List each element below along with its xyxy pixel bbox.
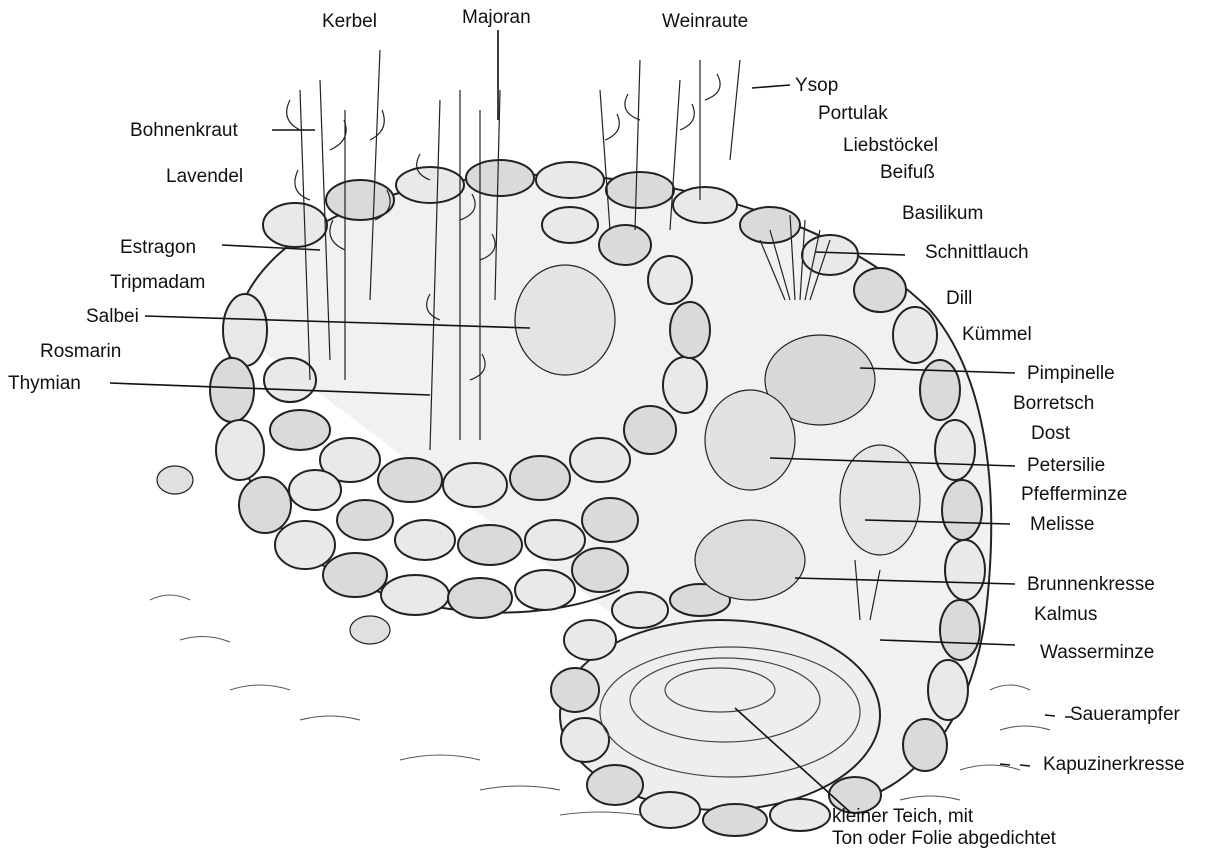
label-majoran: Majoran — [462, 8, 531, 27]
label-sauerampfer: Sauerampfer — [1070, 705, 1180, 724]
label-kuemmel: Kümmel — [962, 325, 1032, 344]
label-liebstoeckel: Liebstöckel — [843, 136, 938, 155]
label-bohnenkraut: Bohnenkraut — [130, 121, 238, 140]
label-borretsch: Borretsch — [1013, 394, 1094, 413]
label-ysop: Ysop — [795, 76, 838, 95]
label-brunnenkresse: Brunnenkresse — [1027, 575, 1155, 594]
label-teich-line1: kleiner Teich, mit — [832, 807, 973, 826]
label-kapuzinerkresse: Kapuzinerkresse — [1043, 755, 1185, 774]
label-melisse: Melisse — [1030, 515, 1094, 534]
label-portulak: Portulak — [818, 104, 888, 123]
label-estragon: Estragon — [120, 238, 196, 257]
label-petersilie: Petersilie — [1027, 456, 1105, 475]
label-kerbel: Kerbel — [322, 12, 377, 31]
label-kalmus: Kalmus — [1034, 605, 1097, 624]
label-pfefferminze: Pfefferminze — [1021, 485, 1127, 504]
label-dill: Dill — [946, 289, 972, 308]
label-lavendel: Lavendel — [166, 167, 243, 186]
label-teich-line2: Ton oder Folie abgedichtet — [832, 829, 1056, 848]
label-pimpinelle: Pimpinelle — [1027, 364, 1115, 383]
label-salbei: Salbei — [86, 307, 139, 326]
label-rosmarin: Rosmarin — [40, 342, 121, 361]
label-wasserminze: Wasserminze — [1040, 643, 1154, 662]
label-basilikum: Basilikum — [902, 204, 983, 223]
label-weinraute: Weinraute — [662, 12, 748, 31]
label-thymian: Thymian — [8, 374, 81, 393]
label-beifuss: Beifuß — [880, 163, 935, 182]
label-tripmadam: Tripmadam — [110, 273, 205, 292]
label-dost: Dost — [1031, 424, 1070, 443]
label-schnittlauch: Schnittlauch — [925, 243, 1029, 262]
